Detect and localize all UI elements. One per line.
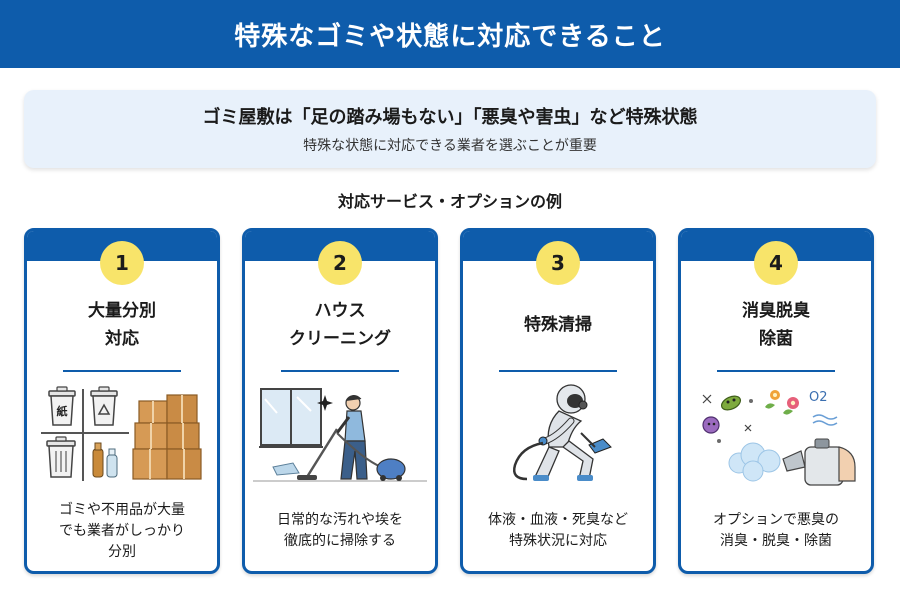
recycle-icon bbox=[97, 403, 111, 415]
card-divider bbox=[281, 370, 399, 372]
card-number-badge: 2 bbox=[318, 241, 362, 285]
card-title-line: 大量分別 bbox=[88, 301, 156, 321]
card-title: ハウス クリーニング bbox=[245, 293, 435, 357]
service-cards: 1 大量分別 対応 紙 bbox=[24, 228, 876, 580]
card-description-line: でも業者がしっかり bbox=[59, 522, 185, 539]
card-description-line: ゴミや不用品が大量 bbox=[59, 501, 185, 518]
service-card-house-cleaning: 2 ハウス クリーニング bbox=[242, 228, 438, 574]
card-description-line: 日常的な汚れや埃を bbox=[277, 512, 403, 528]
card-title-line: 特殊清掃 bbox=[524, 315, 592, 335]
summary-callout: ゴミ屋敷は「足の踏み場もない」「悪臭や害虫」など特殊状態 特殊な状態に対応できる… bbox=[24, 90, 876, 168]
section-title: 対応サービス・オプションの例 bbox=[337, 192, 562, 211]
service-card-deodorizing: 4 消臭脱臭 除菌 O2 bbox=[678, 228, 874, 574]
card-description-line: 徹底的に掃除する bbox=[284, 533, 396, 549]
sorting-bins-and-boxes-icon: 紙 bbox=[41, 386, 202, 481]
card-title: 大量分別 対応 bbox=[27, 293, 217, 357]
card-description: ゴミや不用品が大量 でも業者がしっかり 分別 bbox=[33, 493, 211, 569]
oxygen-label: O2 bbox=[809, 390, 828, 405]
callout-main-text: ゴミ屋敷は「足の踏み場もない」「悪臭や害虫」など特殊状態 bbox=[202, 107, 698, 128]
card-title-line: 除菌 bbox=[759, 329, 793, 349]
card-description-line: 消臭・脱臭・除菌 bbox=[720, 533, 832, 549]
header-banner: 特殊なゴミや状態に対応できること bbox=[0, 0, 900, 68]
card-title-line: 対応 bbox=[105, 329, 139, 349]
card-number-badge: 3 bbox=[536, 241, 580, 285]
page-title: 特殊なゴミや状態に対応できること bbox=[234, 21, 666, 52]
card-description: オプションで悪臭の 消臭・脱臭・除菌 bbox=[687, 493, 865, 569]
card-description-line: 特殊状況に対応 bbox=[509, 533, 607, 549]
card-divider bbox=[63, 370, 181, 372]
service-card-sorting: 1 大量分別 対応 紙 bbox=[24, 228, 220, 574]
card-title-line: 消臭脱臭 bbox=[742, 301, 810, 321]
callout-sub-text: 特殊な状態に対応できる業者を選ぶことが重要 bbox=[303, 138, 597, 154]
card-description: 日常的な汚れや埃を 徹底的に掃除する bbox=[251, 493, 429, 569]
card-description-line: 分別 bbox=[108, 543, 136, 560]
card-description-line: 体液・血液・死臭など bbox=[488, 512, 628, 528]
card-description-line: オプションで悪臭の bbox=[713, 512, 839, 528]
card-divider bbox=[499, 370, 617, 372]
card-divider bbox=[717, 370, 835, 372]
hazmat-worker-icon bbox=[513, 384, 612, 481]
card-description: 体液・血液・死臭など 特殊状況に対応 bbox=[469, 493, 647, 569]
card-title-line: クリーニング bbox=[289, 329, 391, 349]
card-number-badge: 4 bbox=[754, 241, 798, 285]
bin-label-paper: 紙 bbox=[57, 404, 68, 418]
card-title-line: ハウス bbox=[314, 301, 366, 321]
service-card-special-cleaning: 3 特殊清掃 体液・血 bbox=[460, 228, 656, 574]
card-title: 特殊清掃 bbox=[463, 293, 653, 357]
card-number-badge: 1 bbox=[100, 241, 144, 285]
vacuum-cleaning-icon bbox=[253, 388, 427, 482]
card-title: 消臭脱臭 除菌 bbox=[681, 293, 871, 357]
deodorizing-spray-icon: O2 bbox=[702, 390, 856, 486]
